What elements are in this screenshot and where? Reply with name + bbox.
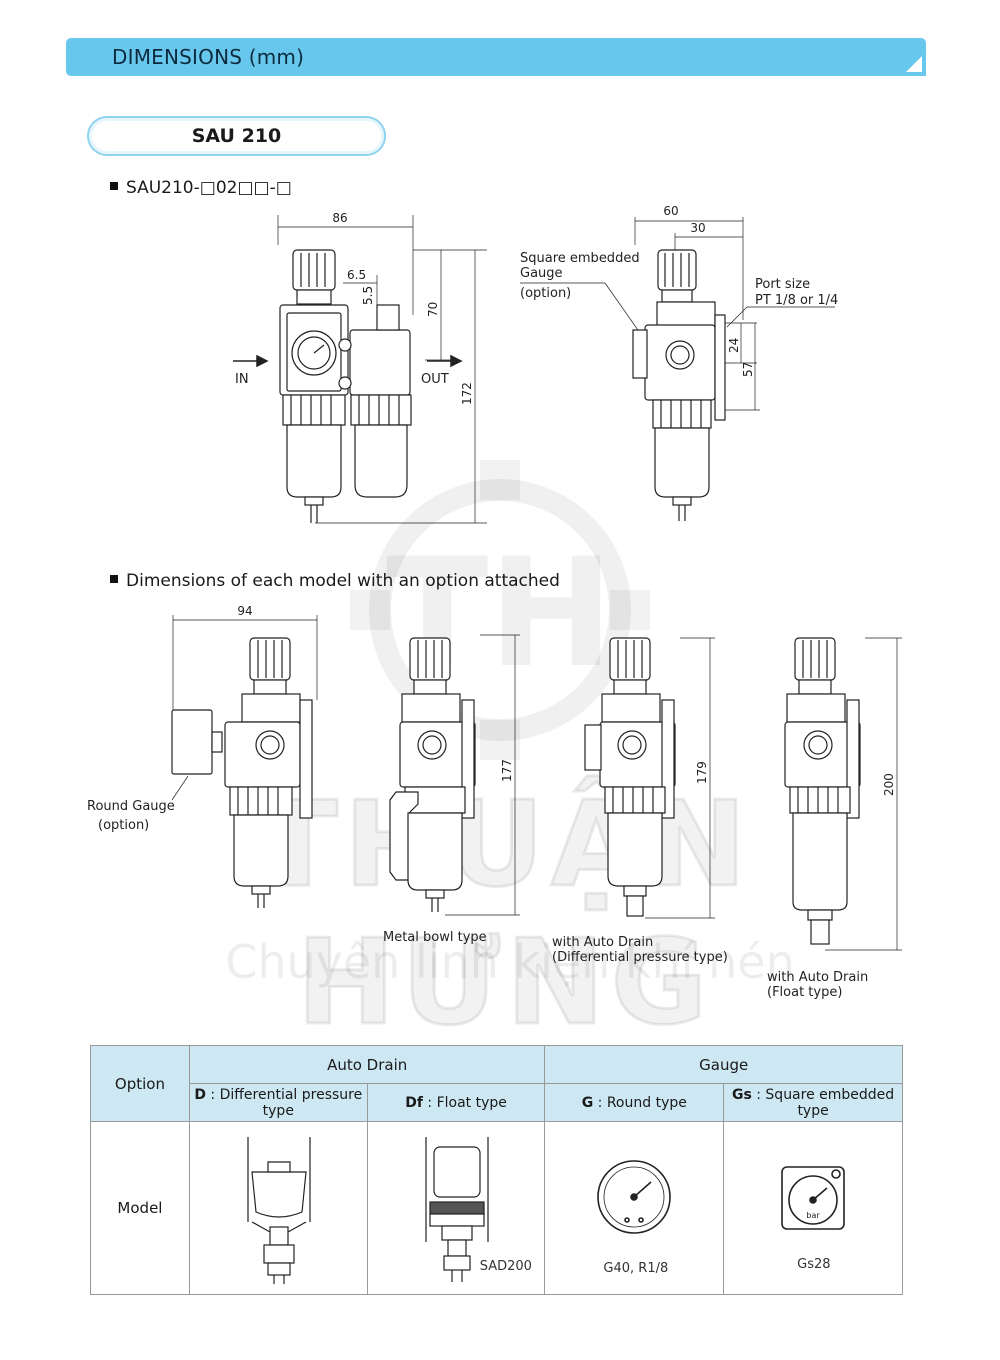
dim-60: 60 (663, 205, 678, 218)
option-g-desc: : Round type (593, 1094, 687, 1111)
label-auto-drain-float-1: with Auto Drain (767, 970, 868, 985)
label-port-size-1: Port size (755, 277, 810, 292)
model-title-pill: SAU 210 (87, 116, 386, 156)
drawing-side-view: 60 30 24 57 Square embedded Gauge (optio… (520, 205, 838, 521)
auto-drain-diff-icon (247, 1137, 311, 1284)
label-auto-drain-float-2: (Float type) (767, 985, 842, 1000)
model-cell-g: G40, R1/8 (544, 1121, 725, 1295)
label-auto-drain-diff-1: with Auto Drain (552, 935, 653, 950)
dim-5-5: 5.5 (361, 286, 375, 305)
label-square-gauge-1: Square embedded (520, 251, 640, 266)
dim-94: 94 (237, 604, 252, 618)
model-label: Model (90, 1121, 190, 1295)
square-gauge-icon: bar (781, 1166, 845, 1230)
gs-caption: Gs28 (797, 1257, 831, 1272)
section-options: Dimensions of each model with an option … (110, 571, 560, 591)
option-d-desc: : Differential pressure type (205, 1086, 363, 1119)
model-cell-gs: bar Gs28 (723, 1121, 903, 1295)
label-metal-bowl: Metal bowl type (383, 930, 487, 945)
watermark-tagline: Chuyên linh kiện khí nén (225, 935, 795, 989)
section-model-code-text: SAU210-□02□□-□ (126, 178, 292, 198)
option-gs: Gs : Square embedded type (723, 1083, 903, 1122)
dim-30: 30 (690, 221, 705, 235)
model-name: SAU 210 (191, 125, 282, 147)
label-round-gauge-2: (option) (98, 818, 149, 833)
label-square-gauge-2: Gauge (520, 266, 563, 281)
g-caption: G40, R1/8 (603, 1261, 669, 1276)
label-in: IN (235, 372, 249, 387)
dim-179: 179 (695, 761, 709, 784)
dim-24: 24 (727, 338, 741, 353)
options-table: Option Auto Drain Gauge D : Differential… (90, 1045, 903, 1295)
label-port-size-2: PT 1/8 or 1/4 (755, 293, 838, 308)
auto-drain-header: Auto Drain (188, 1045, 546, 1084)
model-cell-df: SAD200 (366, 1121, 546, 1295)
option-d-code: D (194, 1086, 206, 1103)
auto-drain-float-icon (425, 1137, 489, 1282)
label-square-gauge-3: (option) (520, 286, 571, 301)
dim-177: 177 (500, 759, 514, 782)
label-out: OUT (421, 372, 449, 387)
dim-172: 172 (460, 382, 474, 405)
df-caption: SAD200 (479, 1259, 532, 1274)
option-header: Option (90, 1045, 190, 1122)
option-g: G : Round type (544, 1083, 725, 1122)
option-df-code: Df (405, 1094, 423, 1111)
gauge-header: Gauge (544, 1045, 903, 1084)
label-round-gauge-1: Round Gauge (87, 799, 175, 814)
drawing-variants: 94 Round Gauge (option) 177 Metal bowl t… (87, 604, 902, 1000)
label-auto-drain-diff-2: (Differential pressure type) (552, 950, 728, 965)
section-options-text: Dimensions of each model with an option … (126, 571, 560, 591)
dim-200: 200 (882, 773, 896, 796)
model-cell-d (188, 1121, 368, 1295)
option-g-code: G (581, 1094, 594, 1111)
corner-fold-icon (906, 56, 922, 72)
drawing-front-combo: 86 6.5 5.5 70 172 IN OUT (233, 211, 487, 524)
section-model-code: SAU210-□02□□-□ (110, 178, 292, 198)
dimensions-header: DIMENSIONS (mm) (66, 38, 926, 76)
option-d: D : Differential pressure type (188, 1083, 368, 1122)
round-gauge-icon (597, 1160, 672, 1234)
dim-57: 57 (741, 362, 755, 377)
gauge-unit-label: bar (807, 1211, 821, 1220)
dim-6-5: 6.5 (347, 268, 366, 282)
bullet-icon (110, 575, 118, 583)
dim-width: 86 (332, 211, 347, 225)
option-df: Df : Float type (366, 1083, 546, 1122)
option-gs-desc: : Square embedded type (751, 1086, 895, 1119)
option-gs-code: Gs (731, 1086, 752, 1103)
bullet-icon (110, 182, 118, 190)
header-title: DIMENSIONS (mm) (112, 45, 305, 69)
option-df-desc: : Float type (422, 1094, 507, 1111)
dim-70: 70 (426, 302, 440, 317)
